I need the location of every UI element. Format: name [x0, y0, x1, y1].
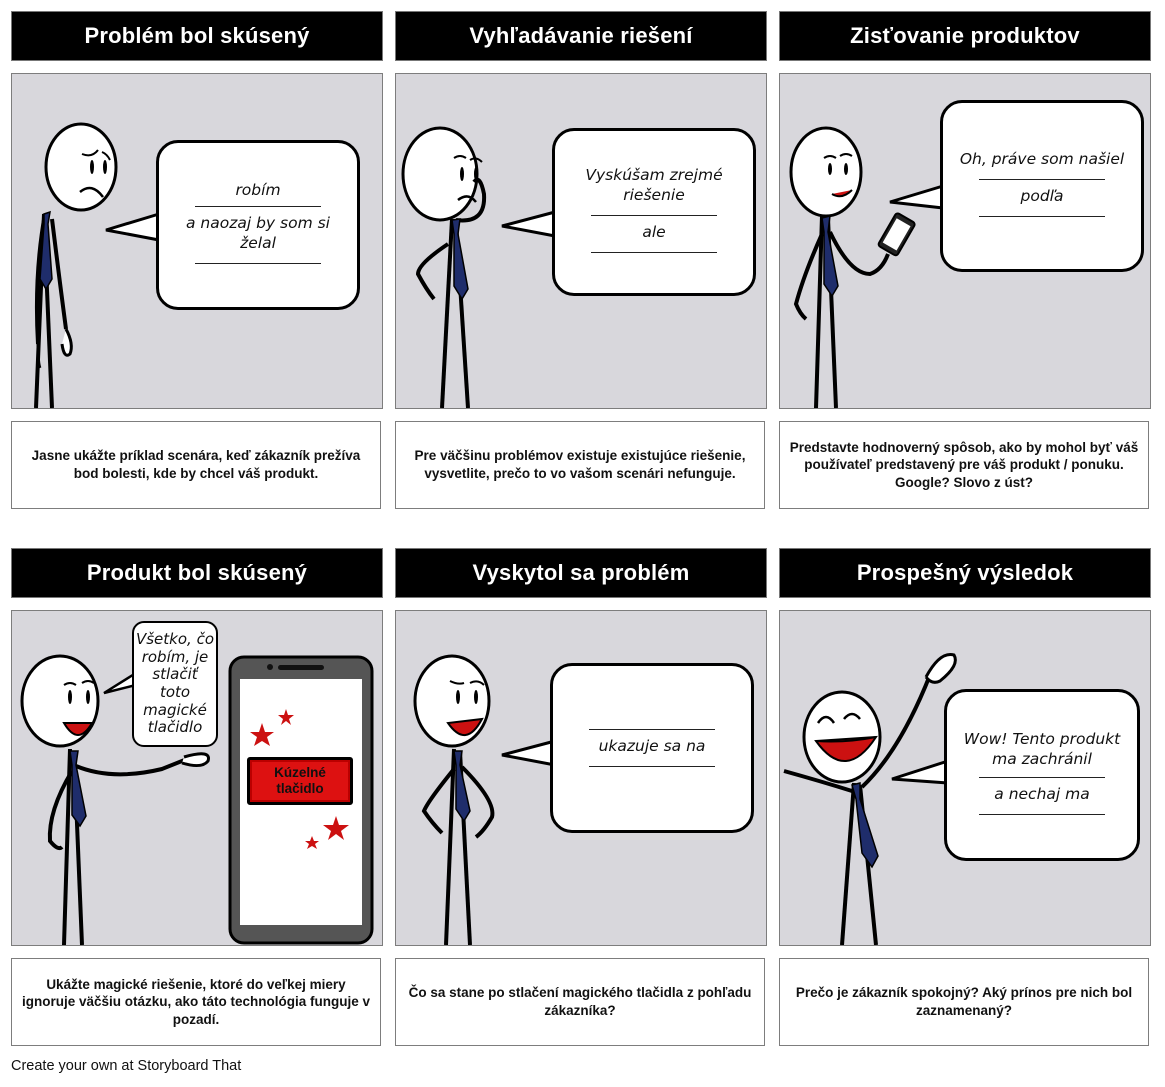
bubble-text: ale [642, 223, 666, 242]
bubble-text: robím [235, 180, 281, 199]
panel-title: Vyhľadávanie riešení [395, 11, 767, 61]
panel-caption: Prečo je zákazník spokojný? Aký prínos p… [779, 958, 1149, 1046]
speech-bubble: ukazuje sa na [550, 663, 754, 833]
speech-bubble: robím a naozaj by som si želal [156, 140, 360, 310]
stick-figure-worried [413, 654, 495, 945]
scene: Wow! Tento produkt ma zachránil a nechaj… [779, 610, 1151, 946]
scene: Kúzelné tlačidlo Všetko, čo robím, je st… [11, 610, 383, 946]
star-icon [278, 709, 294, 725]
panel-caption: Ukážte magické riešenie, ktoré do veľkej… [11, 958, 381, 1046]
speech-bubble: Všetko, čo robím, je stlačiť toto magick… [132, 621, 218, 747]
panel-title: Problém bol skúsený [11, 11, 383, 61]
bubble-tail [501, 210, 556, 238]
scene: robím a naozaj by som si želal [11, 73, 383, 409]
stick-figure-thinking [401, 126, 487, 408]
speech-bubble: Wow! Tento produkt ma zachránil a nechaj… [944, 689, 1140, 861]
footer-credit[interactable]: Create your own at Storyboard That [11, 1058, 242, 1074]
bubble-text: a nechaj ma [994, 785, 1090, 804]
panel-caption: Pre väčšinu problémov existuje existujúc… [395, 421, 765, 509]
bubble-text: Wow! Tento produkt ma zachránil [963, 729, 1121, 768]
scene: Vyskúšam zrejmé riešenie ale [395, 73, 767, 409]
speech-bubble: Oh, práve som našiel podľa [940, 100, 1144, 272]
panel-title: Zisťovanie produktov [779, 11, 1151, 61]
bubble-text: ukazuje sa na [598, 736, 706, 755]
stick-figure-sad [34, 122, 118, 408]
bubble-text: Oh, práve som našiel [959, 149, 1125, 168]
bubble-text: Vyskúšam zrejmé riešenie [585, 165, 723, 204]
bubble-tail [891, 759, 949, 785]
panel-title: Prospešný výsledok [779, 548, 1151, 598]
bubble-text: Všetko, čo robím, je stlačiť toto magick… [135, 629, 214, 737]
bubble-tail [889, 184, 944, 210]
panel-caption: Čo sa stane po stlačení magického tlačid… [395, 958, 765, 1046]
panel-caption: Jasne ukážte príklad scenára, keď zákazn… [11, 421, 381, 509]
bubble-tail [501, 739, 556, 767]
panel-title: Vyskytol sa problém [395, 548, 767, 598]
magic-button: Kúzelné tlačidlo [247, 757, 353, 805]
bubble-tail [105, 212, 160, 242]
star-icon [305, 836, 319, 849]
panel-caption: Predstavte hodnoverný spôsob, ako by moh… [779, 421, 1149, 509]
bubble-text: a naozaj by som si želal [185, 213, 330, 253]
bubble-tail [103, 671, 137, 695]
scene: Oh, práve som našiel podľa [779, 73, 1151, 409]
star-icon [250, 723, 274, 746]
speech-bubble: Vyskúšam zrejmé riešenie ale [552, 128, 756, 296]
bubble-text: podľa [1020, 187, 1064, 205]
panel-title: Produkt bol skúsený [11, 548, 383, 598]
star-icon [323, 816, 349, 840]
stick-figure-happy [783, 652, 957, 945]
scene: ukazuje sa na [395, 610, 767, 946]
stick-figure-phone [789, 126, 916, 408]
